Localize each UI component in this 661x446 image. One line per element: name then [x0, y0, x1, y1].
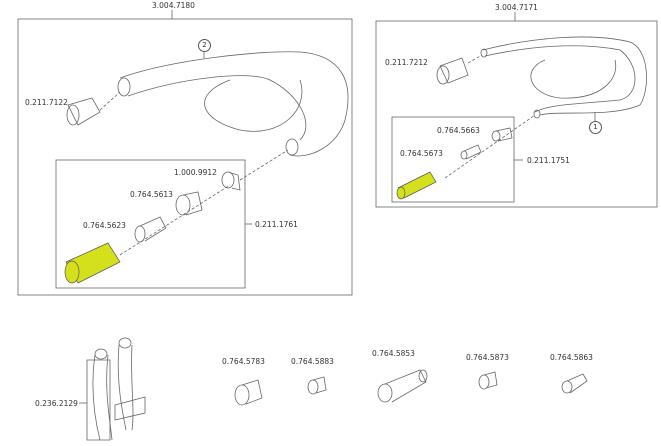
- nipple-0-764-5673: [460, 144, 482, 160]
- ring-1-000-9912: [221, 171, 241, 191]
- hose-right: [480, 36, 647, 119]
- part-0-764-5873: [478, 371, 498, 390]
- part-label[interactable]: 1.000.9912: [174, 168, 217, 177]
- part-label[interactable]: 0.764.5783: [222, 357, 265, 366]
- callout-left: 2: [198, 39, 211, 52]
- part-label[interactable]: 0.764.5853: [372, 349, 415, 358]
- nipple-0-764-5623: [134, 216, 167, 243]
- part-0-764-5783: [234, 379, 263, 406]
- part-0-764-5883: [307, 376, 327, 395]
- part-label[interactable]: 0.764.5613: [130, 190, 173, 199]
- part-label[interactable]: 0.764.5873: [466, 353, 509, 362]
- part-label[interactable]: 0.764.5663: [437, 126, 480, 135]
- hose-holder-0-236-2129: [79, 337, 146, 441]
- connector-0-211-7212: [436, 57, 469, 85]
- assembly-frame-right: [375, 20, 658, 208]
- subassembly-frame-right: [391, 116, 515, 203]
- part-label[interactable]: 0.764.5673: [400, 149, 443, 158]
- part-label[interactable]: 0.764.5883: [291, 357, 334, 366]
- sleeve-0-764-5613: [175, 191, 203, 216]
- subassembly-label[interactable]: 0.211.1761: [255, 220, 298, 229]
- sleeve-0-764-5663: [491, 127, 513, 142]
- subassembly-label[interactable]: 0.211.1751: [527, 156, 570, 165]
- connector-0-211-7122: [66, 97, 101, 126]
- part-label[interactable]: 0.764.5863: [550, 353, 593, 362]
- part-0-764-5853: [377, 369, 428, 403]
- assembly-number-right[interactable]: 3.004.7171: [495, 3, 538, 12]
- callout-right: 1: [589, 121, 602, 134]
- part-label[interactable]: 0.211.7122: [25, 98, 68, 107]
- part-label[interactable]: 0.236.2129: [35, 399, 78, 408]
- part-label[interactable]: 0.211.7212: [385, 58, 428, 67]
- part-label[interactable]: 0.764.5623: [83, 221, 126, 230]
- assembly-number-left[interactable]: 3.004.7180: [152, 1, 195, 10]
- assembly-frame-left: [17, 18, 353, 296]
- part-0-764-5863: [561, 373, 588, 394]
- hose-left: [117, 51, 349, 157]
